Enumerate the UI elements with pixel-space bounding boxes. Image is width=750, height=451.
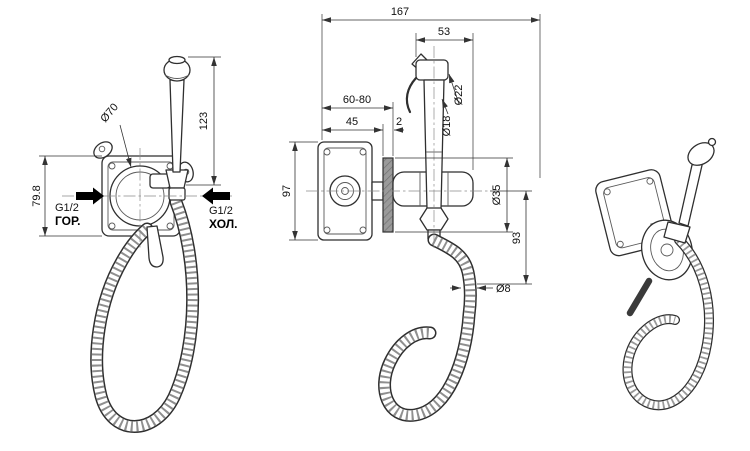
hand-sprayer-perspective	[663, 137, 717, 244]
dim-sprayer-height: 123	[198, 112, 210, 130]
hose-side	[378, 233, 477, 422]
hot-water-arrow-icon	[76, 187, 104, 205]
cold-water-arrow-icon	[202, 187, 230, 205]
dim-drop-height: 93	[511, 232, 523, 244]
dim-body-diameter: Ø70	[98, 101, 121, 125]
cold-name-label: ХОЛ.	[209, 217, 237, 231]
dim-plate-gap: 2	[396, 116, 402, 128]
hot-thread-label: G1/2	[55, 202, 79, 214]
sprayer-holder-cup	[165, 169, 189, 189]
hot-name-label: ГОР.	[55, 214, 81, 228]
front-view: 123 79.8 Ø70 G1/2 ГОР. G1/2 ХОЛ.	[31, 55, 237, 433]
side-view: 167 53 60-80 45 2 97 Ø22 Ø18 Ø35	[281, 6, 541, 422]
dim-wall-depth-range: 60-80	[343, 94, 371, 106]
cold-thread-label: G1/2	[209, 205, 233, 217]
dim-hose-diameter: Ø8	[496, 283, 511, 295]
dim-plate-diameter: Ø35	[491, 185, 503, 206]
hose-nut-front	[168, 187, 186, 201]
dim-neck-diameter: Ø18	[441, 116, 453, 137]
lever-handle-perspective	[626, 277, 653, 317]
lever-handle-front	[146, 225, 164, 268]
dim-box-height-front: 79.8	[31, 185, 43, 206]
perspective-view	[595, 137, 717, 411]
dim-head-diameter: Ø22	[453, 85, 465, 106]
hose-perspective	[622, 235, 714, 411]
dim-sprayer-offset: 53	[438, 26, 450, 38]
dim-box-height-side: 97	[281, 185, 293, 197]
dim-box-depth: 45	[346, 116, 358, 128]
hose-front	[90, 195, 200, 433]
hand-sprayer-front	[163, 55, 191, 173]
dim-total-depth: 167	[391, 6, 409, 18]
